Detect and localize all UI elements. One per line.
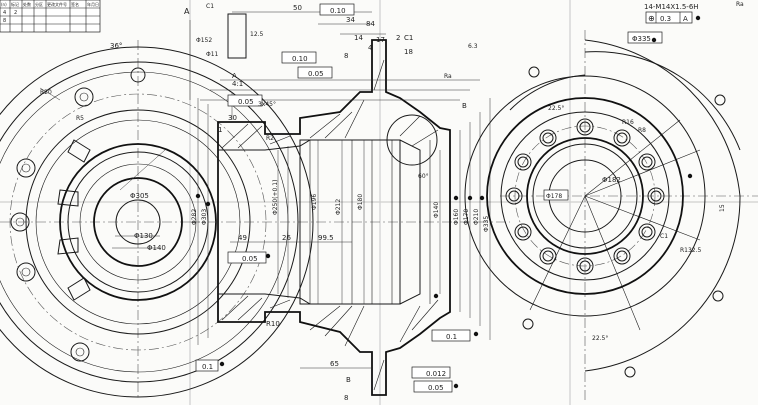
thread-note: 14-M14X1.5-6H: [644, 3, 699, 11]
bdim-r10: R10: [266, 320, 280, 328]
pos-tol: 0.3: [660, 15, 671, 23]
sec-dim-14: 14: [354, 34, 363, 42]
tol-0: 0.10: [330, 7, 346, 15]
gdt-frames: 0.10 0.10 0.05 0.05 0.05 0.1 0.012 0.05 …: [195, 3, 471, 393]
rdim-c1: C1: [660, 233, 668, 240]
label-view-a: A: [232, 72, 237, 80]
left-dim-r20: R20: [40, 89, 52, 96]
sec-dim-c1: C1: [404, 34, 413, 42]
rev-h6: 年月日: [87, 1, 99, 7]
sec-left-r2: R2: [266, 135, 274, 142]
rev-r0c1: 2: [14, 10, 17, 16]
rev-h2: 处数: [23, 1, 31, 7]
misc-b: B: [462, 102, 467, 110]
left-end-view: 36° R20 R5 Φ305 Φ130 Φ140: [0, 40, 314, 400]
tol-6: 0.012: [426, 370, 446, 378]
vdim-196: Φ196: [311, 194, 318, 210]
bdim-26: 26: [282, 234, 291, 242]
rev-r0c0: 4: [3, 10, 6, 16]
bdim-99: 99.5: [318, 234, 334, 242]
tol-2: 0.05: [308, 70, 324, 78]
rev-r1c0: 8: [3, 18, 6, 24]
rdim-225a: 22.5°: [548, 105, 564, 112]
left-dim-d140: Φ140: [147, 244, 166, 252]
rdim-d178: Φ178: [546, 193, 562, 200]
rdim-r16: R16: [622, 119, 634, 126]
sec-left-c1: C1: [206, 3, 214, 10]
label-ra: Ra: [444, 73, 452, 80]
tol-5: 0.1: [446, 333, 457, 341]
sec-dim-2: 2: [396, 34, 400, 42]
rev-h1: 标记: [11, 1, 19, 7]
vdim-140: Φ140: [433, 202, 440, 218]
tol-1: 0.10: [292, 55, 308, 63]
vdim-335: Φ335: [483, 216, 490, 232]
rev-h5: 签名: [71, 1, 79, 7]
revision-table: (n) 标记 处数 分区 更改文件号 签名 年月日 4 2 8: [0, 0, 101, 33]
sec-dim-18: 18: [404, 48, 413, 56]
tol-4: 0.05: [242, 255, 258, 263]
rev-h4: 更改文件号: [47, 1, 67, 7]
sec-dim-4: 4: [368, 44, 373, 52]
vdim-250: Φ250(+0.1): [272, 180, 279, 215]
section-hatch: [221, 59, 439, 391]
vdim-180: Φ180: [357, 194, 364, 210]
bdim-49: 49: [238, 234, 247, 242]
left-dim-d305: Φ305: [130, 192, 149, 200]
corner-ra: Ra: [736, 1, 744, 8]
vdim-160: Φ160: [453, 209, 460, 225]
pos-datum: A: [683, 15, 688, 23]
vdim-282: Φ282: [191, 209, 198, 225]
sec-dim-34: 34: [346, 16, 355, 24]
rdim-225b: 22.5°: [592, 335, 608, 342]
sec-left-125: 12.5: [250, 31, 264, 38]
bdim-65: 65: [330, 360, 339, 368]
rev-h0: (n): [1, 2, 7, 7]
rdim-r1325: R132.5: [680, 247, 702, 254]
sec-dim-17: 17: [376, 36, 385, 44]
vdim-212: Φ212: [335, 199, 342, 215]
rdim-r8: R8: [638, 127, 646, 134]
bdim-b: B: [346, 376, 351, 384]
tol-7: 0.05: [428, 384, 444, 392]
right-end-view: ⊕ 14-M14X1.5-6H 0.3 A Φ335 22.5° R16 R8 …: [464, 1, 758, 400]
outer-dia: Φ335: [632, 35, 651, 43]
bdim-8: 8: [344, 394, 348, 402]
label-top-a: A: [184, 7, 190, 16]
tol-3: 0.05: [238, 98, 254, 106]
pos-symbol: ⊕: [648, 14, 655, 23]
left-dim-angle: 36°: [110, 42, 122, 50]
sec-left-d11: Φ11: [206, 51, 219, 58]
vdim-210: Φ210: [473, 209, 480, 225]
left-dim-r5: R5: [76, 115, 84, 122]
left-dim-d130: Φ130: [134, 232, 153, 240]
sec-left-1: 1: [218, 126, 222, 134]
sec-left-30: 30: [228, 114, 237, 122]
sec-left-chamfer: 3x45°: [258, 101, 276, 108]
sec-dim-84: 84: [366, 20, 375, 28]
rdim-d182: Φ182: [602, 176, 621, 184]
sec-dim-8: 8: [344, 52, 348, 60]
vdim-303: Φ303: [201, 209, 208, 225]
rev-h3: 分区: [35, 1, 43, 7]
label-scale: 4:1: [232, 80, 243, 88]
misc-63: 6.3: [468, 43, 478, 50]
tol-8: 0.1: [202, 363, 213, 371]
sec-dim-50: 50: [293, 4, 302, 12]
section-view: 0.10 0.10 0.05 0.05 0.05 0.1 0.012 0.05 …: [184, 3, 510, 402]
rdim-15: 15: [719, 204, 726, 212]
sec-left-d152: Φ152: [196, 37, 212, 44]
misc-60: 60°: [418, 173, 429, 180]
